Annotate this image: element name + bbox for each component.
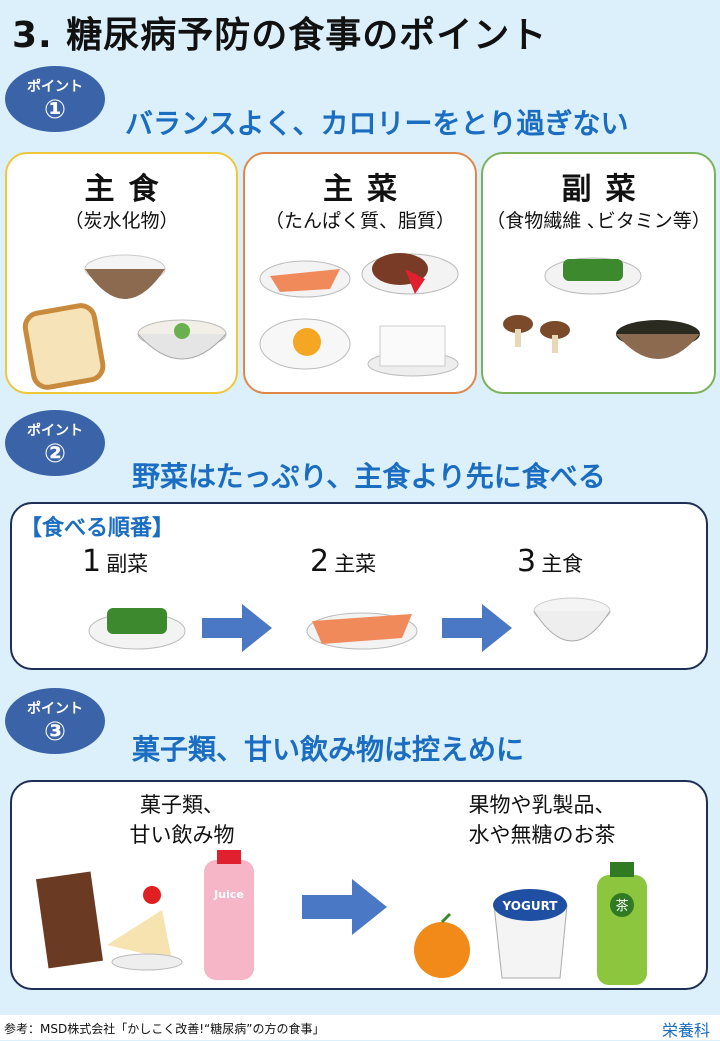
yogurt-label: YOGURT	[502, 899, 559, 913]
step-name: 副菜	[106, 552, 149, 576]
order-step-1: 1 副菜	[82, 544, 148, 579]
prefer-line: 水や無糖のお茶	[468, 823, 616, 847]
juice-bottle-icon: Juice	[204, 850, 254, 980]
tea-bottle-icon: 茶	[597, 862, 647, 985]
order-step-2: 2 主菜	[310, 544, 376, 579]
avoid-line: 甘い飲み物	[129, 823, 235, 847]
avoid-line: 菓子類、	[140, 793, 224, 817]
group-desc: （食物繊維 ､ビタミン等）	[486, 210, 711, 232]
main-dish-illustration	[259, 253, 459, 377]
eating-order-panel: 【食べる順番】 1 副菜 2 主菜 3 主食	[10, 502, 708, 670]
badge-label: ポイント	[27, 79, 83, 95]
step-number: 2	[310, 544, 330, 579]
side-dish-icon	[88, 608, 186, 650]
badge-number: ③	[43, 717, 66, 747]
tea-label: 茶	[615, 898, 628, 914]
step-name: 主菜	[334, 552, 377, 576]
group-name: 主菜	[323, 172, 411, 207]
arrow-icon	[202, 604, 272, 652]
arrow-icon	[442, 604, 512, 652]
cake-icon	[107, 886, 183, 971]
staple-food-illustration	[22, 254, 227, 390]
chocolate-icon	[35, 871, 103, 969]
food-group-main: 主菜 （たんぱく質、脂質）	[243, 152, 477, 394]
badge-number: ①	[43, 95, 66, 125]
prefer-text: 果物や乳製品、水や無糖のお茶	[432, 790, 652, 850]
point-2-headline: 野菜はたっぷり、主食より先に食べる	[132, 460, 606, 493]
eating-order-label: 【食べる順番】	[20, 516, 175, 541]
sweets-panel: 菓子類、甘い飲み物 果物や乳製品、水や無糖のお茶 Juice YOGURT 茶	[10, 780, 708, 990]
page-title: 3. 糖尿病予防の食事のポイント	[12, 15, 548, 56]
sweets-illustrations: Juice YOGURT 茶	[35, 850, 647, 985]
yogurt-icon: YOGURT	[493, 889, 568, 979]
arrow-icon	[302, 879, 387, 935]
step-name: 主食	[541, 552, 584, 576]
food-group-staple: 主食 （炭水化物）	[5, 152, 238, 394]
group-name: 副菜	[561, 172, 650, 207]
side-dish-illustration	[503, 257, 700, 359]
point-1-headline: バランスよく、カロリーをとり過ぎない	[125, 107, 629, 140]
juice-label: Juice	[213, 888, 244, 901]
source-citation: 参考：MSD株式会社「かしこく改善!“糖尿病”の方の食事」	[4, 1022, 325, 1036]
badge-number: ②	[43, 439, 66, 469]
department-label: 栄養科	[661, 1021, 710, 1040]
badge-label: ポイント	[27, 423, 83, 439]
order-step-3: 3 主食	[517, 544, 583, 579]
rice-bowl-icon	[533, 597, 611, 642]
step-number: 3	[517, 544, 537, 579]
orange-icon	[414, 912, 470, 978]
avoid-text: 菓子類、甘い飲み物	[72, 790, 292, 850]
step-number: 1	[82, 544, 102, 579]
group-name: 主食	[84, 172, 173, 207]
prefer-line: 果物や乳製品、	[468, 793, 616, 817]
footer: 参考：MSD株式会社「かしこく改善!“糖尿病”の方の食事」 栄養科	[0, 1015, 720, 1040]
food-group-side: 副菜 （食物繊維 ､ビタミン等）	[481, 152, 716, 394]
eating-order-illustrations	[88, 597, 611, 652]
badge-label: ポイント	[27, 701, 83, 717]
group-desc: （たんぱく質、脂質）	[264, 210, 455, 232]
fish-icon	[306, 612, 418, 650]
point-3-headline: 菓子類、甘い飲み物は控えめに	[132, 733, 525, 766]
group-desc: （炭水化物）	[64, 210, 179, 232]
